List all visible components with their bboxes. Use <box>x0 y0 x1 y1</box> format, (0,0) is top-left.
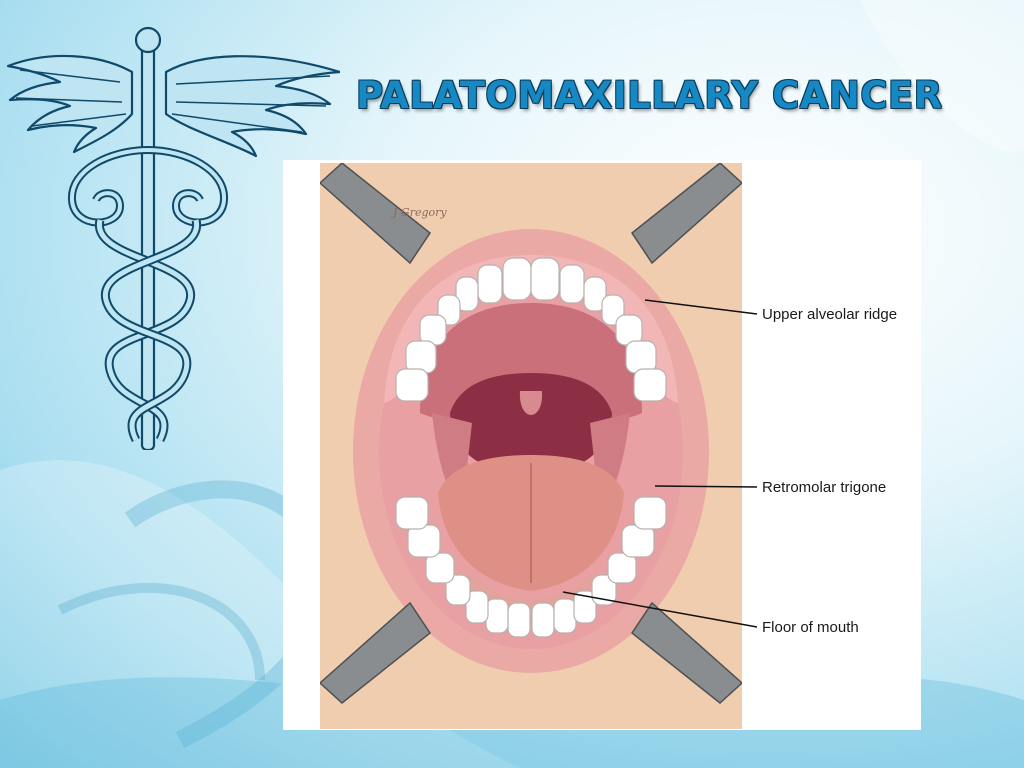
leader-line-retromolar-trigone <box>654 485 758 488</box>
oral-cavity-diagram: J Gregory Upper alveolar ridge Retromola… <box>283 160 921 730</box>
artist-signature: J Gregory <box>393 206 447 219</box>
slide-title: PALATOMAXILLARY CANCER <box>356 74 943 117</box>
leader-line-upper-alveolar-ridge <box>644 299 758 315</box>
leader-line-floor-of-mouth <box>562 591 758 628</box>
mouth-illustration <box>320 163 742 729</box>
callout-leader-lines <box>562 299 758 628</box>
label-upper-alveolar-ridge: Upper alveolar ridge <box>762 306 898 323</box>
label-retromolar-trigone: Retromolar trigone <box>762 479 887 496</box>
caduceus-icon <box>6 26 340 450</box>
label-floor-of-mouth: Floor of mouth <box>762 619 859 636</box>
